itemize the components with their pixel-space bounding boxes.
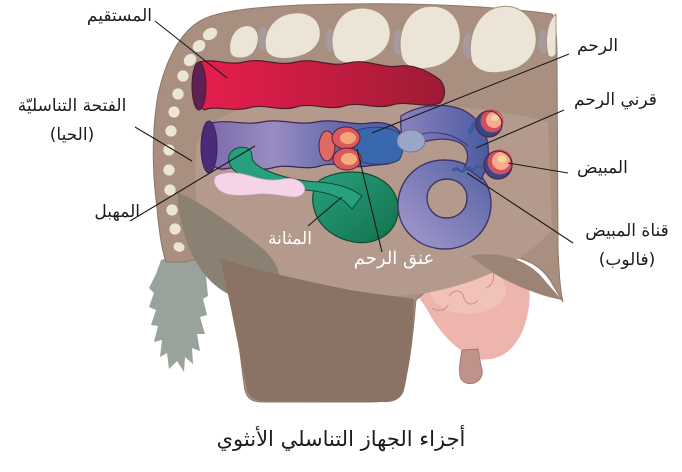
label-uterine-horns: قرني الرحم bbox=[574, 90, 657, 110]
uterine-horn-shape bbox=[397, 104, 492, 250]
label-genital-opening-line1: الفتحة التناسليّة bbox=[17, 96, 127, 116]
label-genital-opening: الفتحة التناسليّة (الحيا) bbox=[0, 96, 144, 147]
urethra-shape bbox=[213, 172, 306, 198]
ovary-shape bbox=[475, 109, 513, 180]
label-cervix: عنق الرحم bbox=[353, 248, 435, 269]
cervix-shape bbox=[318, 126, 362, 171]
label-ovary: المبيض bbox=[577, 158, 628, 178]
uterus-segment-shape bbox=[396, 129, 426, 153]
rectum-shape bbox=[191, 59, 446, 111]
uterus-body-shape bbox=[353, 126, 404, 165]
label-oviduct-line1: قناة المبيض bbox=[585, 221, 669, 241]
bladder-shape bbox=[228, 146, 399, 244]
label-genital-opening-line2: (الحيا) bbox=[49, 125, 95, 146]
leader-lines bbox=[129, 20, 574, 253]
vulva-shape bbox=[200, 120, 218, 174]
label-bladder: المثانة bbox=[268, 229, 312, 249]
label-oviduct: قناة المبيض (فالوب) bbox=[574, 221, 680, 272]
spine-bones bbox=[162, 5, 557, 253]
flank-shadow bbox=[470, 254, 562, 300]
label-uterus: الرحم bbox=[577, 36, 619, 56]
label-rectum: المستقيم bbox=[86, 6, 152, 26]
label-vagina: المهبل bbox=[94, 202, 140, 222]
label-oviduct-line2: (فالوب) bbox=[598, 250, 656, 271]
teat-shape bbox=[459, 348, 483, 385]
hind-leg-shape bbox=[220, 258, 414, 403]
figure-caption: أجزاء الجهاز التناسلي الأنثوي bbox=[216, 427, 466, 451]
